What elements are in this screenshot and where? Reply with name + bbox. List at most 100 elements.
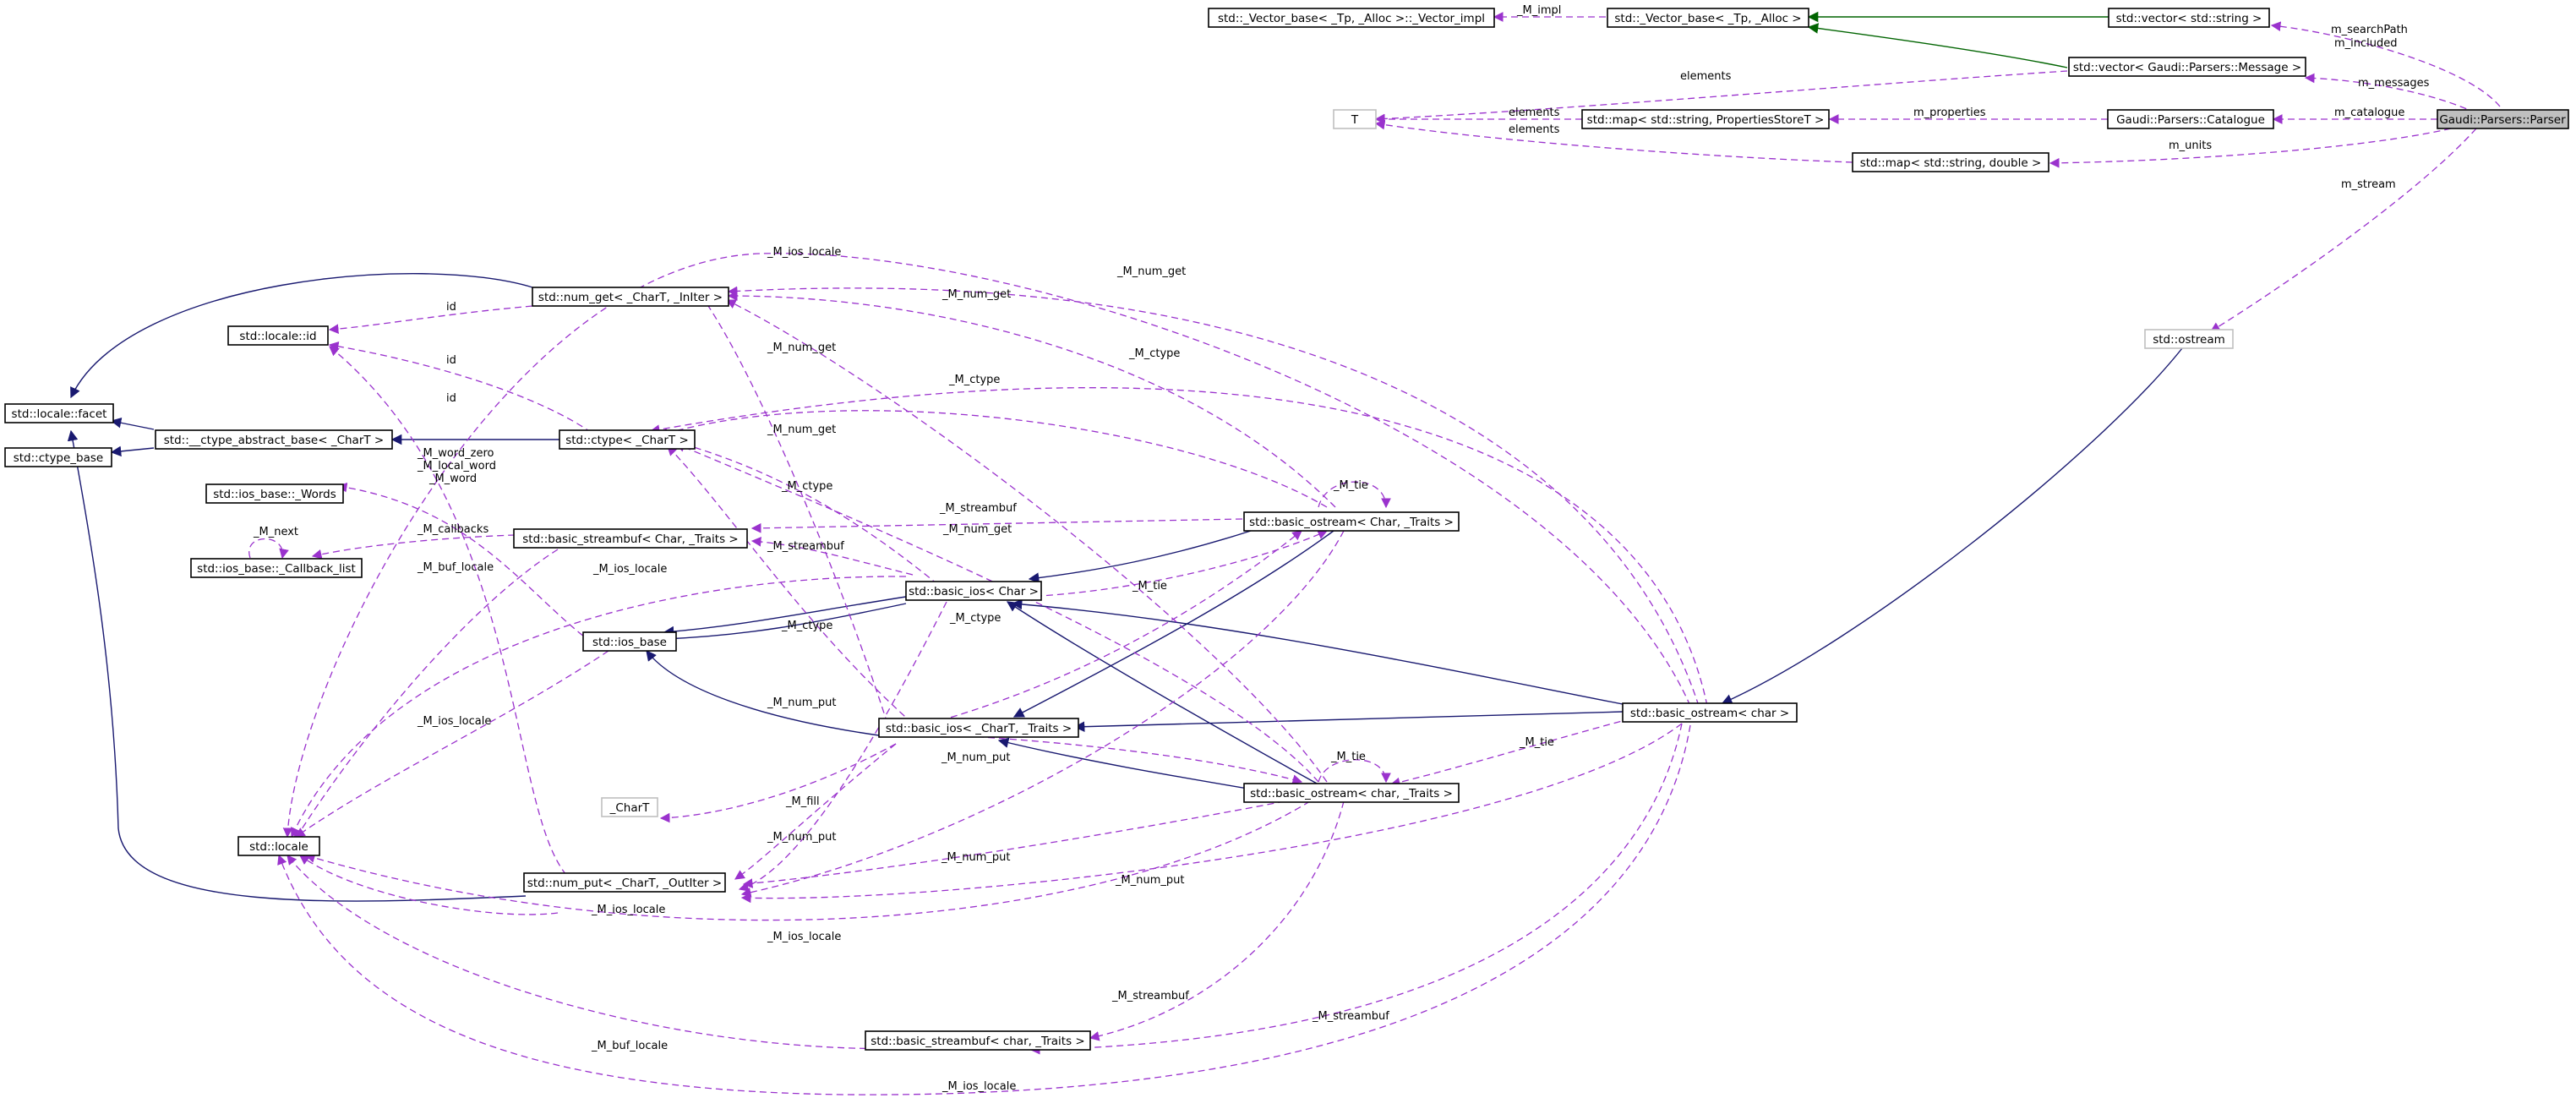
edge-num-get-mid bbox=[727, 291, 1336, 508]
label-tie-3: _M_tie bbox=[1330, 751, 1366, 763]
label-m-catalogue: m_catalogue bbox=[2334, 107, 2404, 119]
edge-ctype-low bbox=[666, 437, 947, 593]
edge-m-searchpath bbox=[2270, 21, 2501, 107]
node-label: std::ostream bbox=[2153, 333, 2225, 347]
node-locale-facet[interactable]: std::locale::facet bbox=[4, 403, 114, 423]
node-map-properties[interactable]: std::map< std::string, PropertiesStoreT … bbox=[1581, 109, 1830, 129]
edge-streambuf-boschar bbox=[1029, 723, 1683, 1055]
edge-inherit-bos-chartraits-bios bbox=[997, 737, 1269, 793]
edge-template-vec-message bbox=[1807, 23, 2068, 68]
label-callbacks: _M_callbacks bbox=[417, 523, 488, 536]
edge-inherit-abstract-facet bbox=[110, 418, 155, 430]
node-label: std::locale::id bbox=[239, 330, 316, 343]
node-label: std::vector< std::string > bbox=[2116, 12, 2262, 25]
label-ios-locale-5: _M_ios_locale bbox=[767, 931, 841, 943]
node-num-put[interactable]: std::num_put< _CharT, _OutIter > bbox=[523, 872, 726, 893]
label-ctype-4: _M_ctype bbox=[949, 612, 1001, 625]
label-m-messages: m_messages bbox=[2358, 77, 2430, 90]
edge-ctype-top bbox=[649, 387, 1708, 707]
node-label: std::basic_streambuf< Char, _Traits > bbox=[522, 533, 739, 546]
edge-inherit-ostream bbox=[1721, 347, 2183, 705]
label-streambuf-3: _M_streambuf bbox=[1111, 990, 1189, 1002]
edge-streambuf-Char bbox=[750, 518, 1243, 533]
node-label: std::num_put< _CharT, _OutIter > bbox=[527, 877, 722, 890]
label-num-get-4: _M_num_get bbox=[767, 423, 836, 436]
node-vector-base[interactable]: std::_Vector_base< _Tp, _Alloc > bbox=[1607, 8, 1809, 28]
node-ctype-abstract-base[interactable]: std::__ctype_abstract_base< _CharT > bbox=[155, 429, 393, 450]
edge-tie-bios-chartraits bbox=[954, 735, 1303, 784]
node-map-double[interactable]: std::map< std::string, double > bbox=[1852, 152, 2049, 172]
label-tie-1: _M_tie bbox=[1333, 479, 1368, 492]
node-label: std::ios_base bbox=[592, 636, 667, 649]
edge-num-put-bioschar bbox=[738, 601, 947, 892]
node-vector-impl[interactable]: std::_Vector_base< _Tp, _Alloc >::_Vecto… bbox=[1208, 8, 1495, 28]
node-callback-list[interactable]: std::ios_base::_Callback_list bbox=[190, 558, 363, 578]
node-CharT[interactable]: _CharT bbox=[601, 797, 658, 817]
node-label: std::map< std::string, double > bbox=[1860, 156, 2042, 170]
node-label: std::num_get< _CharT, _InIter > bbox=[538, 291, 723, 304]
edge-ctype-bios bbox=[667, 445, 914, 724]
edge-buf-locale-char bbox=[287, 855, 922, 1050]
node-label: std::basic_ostream< char > bbox=[1630, 707, 1789, 720]
node-num-get[interactable]: std::num_get< _CharT, _InIter > bbox=[532, 287, 729, 307]
node-label: std::_Vector_base< _Tp, _Alloc > bbox=[1614, 12, 1801, 25]
edge-ios-locale-iosbase bbox=[295, 650, 609, 838]
node-parser[interactable]: Gaudi::Parsers::Parser bbox=[2437, 109, 2569, 129]
label-num-get-2: _M_num_get bbox=[941, 288, 1011, 301]
label-elements-1: elements bbox=[1680, 70, 1732, 83]
node-ctype[interactable]: std::ctype< _CharT > bbox=[559, 429, 696, 450]
node-basic-streambuf-char[interactable]: std::basic_streambuf< char, _Traits > bbox=[865, 1030, 1091, 1051]
edge-ios-locale-top bbox=[282, 253, 1691, 839]
edge-num-put-bios bbox=[734, 743, 897, 880]
label-m-searchpath: m_searchPath bbox=[2331, 24, 2408, 36]
edge-ios-locale-numput bbox=[299, 855, 559, 915]
node-basic-ios-Char[interactable]: std::basic_ios< Char > bbox=[905, 581, 1042, 601]
node-basic-ostream-char[interactable]: std::basic_ostream< char > bbox=[1622, 702, 1798, 723]
edge-ctype-chartraits bbox=[674, 442, 1319, 783]
node-label: std::__ctype_abstract_base< _CharT > bbox=[164, 434, 384, 447]
node-ios-base[interactable]: std::ios_base bbox=[582, 631, 677, 652]
label-ios-locale-2: _M_ios_locale bbox=[592, 563, 667, 576]
label-ios-locale-3: _M_ios_locale bbox=[417, 715, 491, 728]
label-word-zero: _M_word_zero bbox=[417, 447, 494, 460]
edge-inherit-bos-Char-bioschar bbox=[1028, 530, 1252, 583]
label-word: _M_word bbox=[428, 473, 477, 485]
label-m-stream: m_stream bbox=[2341, 178, 2396, 191]
node-ios-base-words[interactable]: std::ios_base::_Words bbox=[205, 483, 344, 504]
edge-num-get-low bbox=[701, 295, 888, 724]
node-basic-ios-CharT[interactable]: std::basic_ios< _CharT, _Traits > bbox=[878, 718, 1079, 738]
edge-tie-chartraits-self bbox=[1318, 759, 1391, 784]
label-num-put-1: _M_num_put bbox=[767, 696, 836, 709]
label-streambuf-1: _M_streambuf bbox=[939, 502, 1017, 515]
node-ctype-base[interactable]: std::ctype_base bbox=[4, 447, 112, 467]
edge-m-stream bbox=[2210, 128, 2477, 332]
node-catalogue[interactable]: Gaudi::Parsers::Catalogue bbox=[2107, 109, 2274, 129]
edge-inherit-numput-facet bbox=[67, 429, 527, 902]
edge-id-ctype bbox=[328, 341, 592, 434]
label-id-1: id bbox=[446, 301, 456, 314]
label-id-2: id bbox=[446, 354, 456, 367]
node-ostream[interactable]: std::ostream bbox=[2144, 329, 2234, 349]
edge-streambuf-chartraits bbox=[1089, 800, 1345, 1041]
node-locale[interactable]: std::locale bbox=[237, 836, 320, 856]
node-basic-ostream-char-traits[interactable]: std::basic_ostream< char, _Traits > bbox=[1243, 783, 1460, 803]
node-label: std::vector< Gaudi::Parsers::Message > bbox=[2073, 61, 2301, 74]
edge-words bbox=[336, 482, 592, 643]
node-basic-ostream-Char[interactable]: std::basic_ostream< Char, _Traits > bbox=[1243, 511, 1460, 532]
label-streambuf-2: _M_streambuf bbox=[767, 540, 844, 553]
node-vector-string[interactable]: std::vector< std::string > bbox=[2108, 8, 2270, 28]
edge-inherit-numget-facet bbox=[70, 272, 533, 399]
edge-m-units bbox=[2049, 128, 2452, 168]
label-ios-locale-4: _M_ios_locale bbox=[591, 904, 665, 916]
edge-elements-double bbox=[1374, 119, 1853, 163]
label-local-word: _M_local_word bbox=[417, 460, 496, 473]
node-T[interactable]: T bbox=[1333, 109, 1377, 129]
node-label: std::locale bbox=[249, 840, 308, 854]
node-locale-id[interactable]: std::locale::id bbox=[227, 325, 329, 346]
label-num-get-top: _M_num_get bbox=[1116, 265, 1186, 278]
node-vector-message[interactable]: std::vector< Gaudi::Parsers::Message > bbox=[2068, 57, 2306, 77]
node-basic-streambuf-Char[interactable]: std::basic_streambuf< Char, _Traits > bbox=[513, 528, 748, 549]
edge-inherit-abstract-ctypebase bbox=[110, 445, 155, 457]
label-num-get-5: _M_num_get bbox=[942, 523, 1012, 536]
